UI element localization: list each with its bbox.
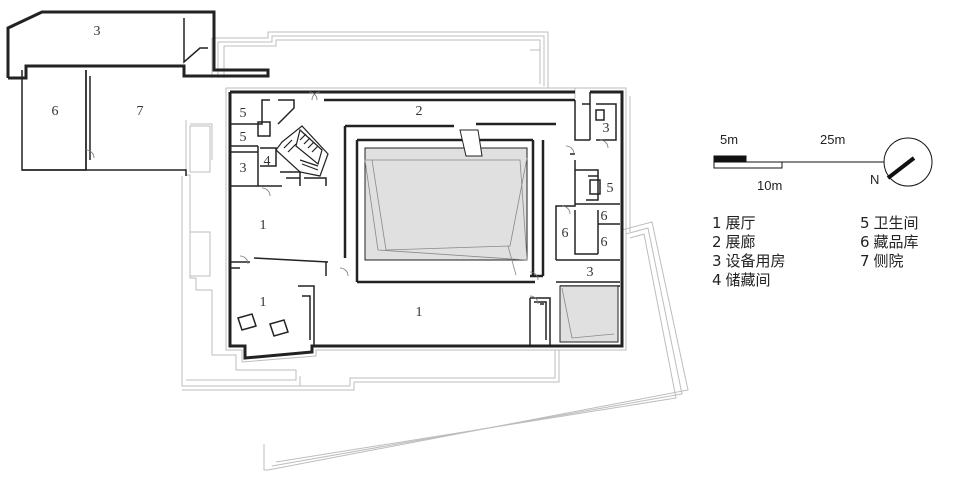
annex-inner	[9, 13, 208, 176]
main-outline-grey	[225, 87, 627, 363]
central-void	[364, 129, 528, 276]
room-label: 3	[240, 161, 247, 176]
room-label: 5	[607, 181, 614, 196]
room-label: 6	[562, 226, 569, 241]
annex-walls	[6, 10, 270, 80]
sw-hall	[230, 262, 327, 346]
scale-bar-black-segment	[714, 156, 746, 162]
room-label: 7	[137, 104, 144, 119]
north-arrow-icon: N	[870, 137, 933, 187]
site-outline	[181, 31, 689, 471]
room-label: 6	[601, 235, 608, 250]
scale-bar: 5m 25m 10m	[713, 132, 884, 193]
room-label: 3	[587, 265, 594, 280]
scale-bar-white-segment	[713, 161, 783, 169]
room-label: 6	[601, 209, 608, 224]
se-void	[559, 285, 619, 343]
west-service	[230, 99, 329, 263]
room-label: 3	[94, 24, 101, 39]
room-label: 1	[260, 295, 267, 310]
north-label: N	[870, 172, 879, 187]
room-labels: 3 6 7 2 5 5 3 4 1 1 1 3 5 6 6 6 3	[52, 24, 614, 320]
room-label: 5	[240, 106, 247, 121]
scale-label-5m: 5m	[720, 132, 738, 147]
room-label: 2	[416, 104, 423, 119]
room-label: 3	[603, 121, 610, 136]
scale-label-25m: 25m	[820, 132, 845, 147]
main-walls	[228, 90, 624, 360]
corridor-walls	[324, 98, 575, 284]
scale-label-10m: 10m	[757, 178, 782, 193]
room-label: 5	[240, 130, 247, 145]
room-label: 4	[264, 154, 271, 169]
room-label: 6	[52, 104, 59, 119]
room-label: 1	[260, 218, 267, 233]
doors	[85, 91, 609, 305]
west-stair	[275, 125, 329, 177]
room-label: 1	[416, 305, 423, 320]
